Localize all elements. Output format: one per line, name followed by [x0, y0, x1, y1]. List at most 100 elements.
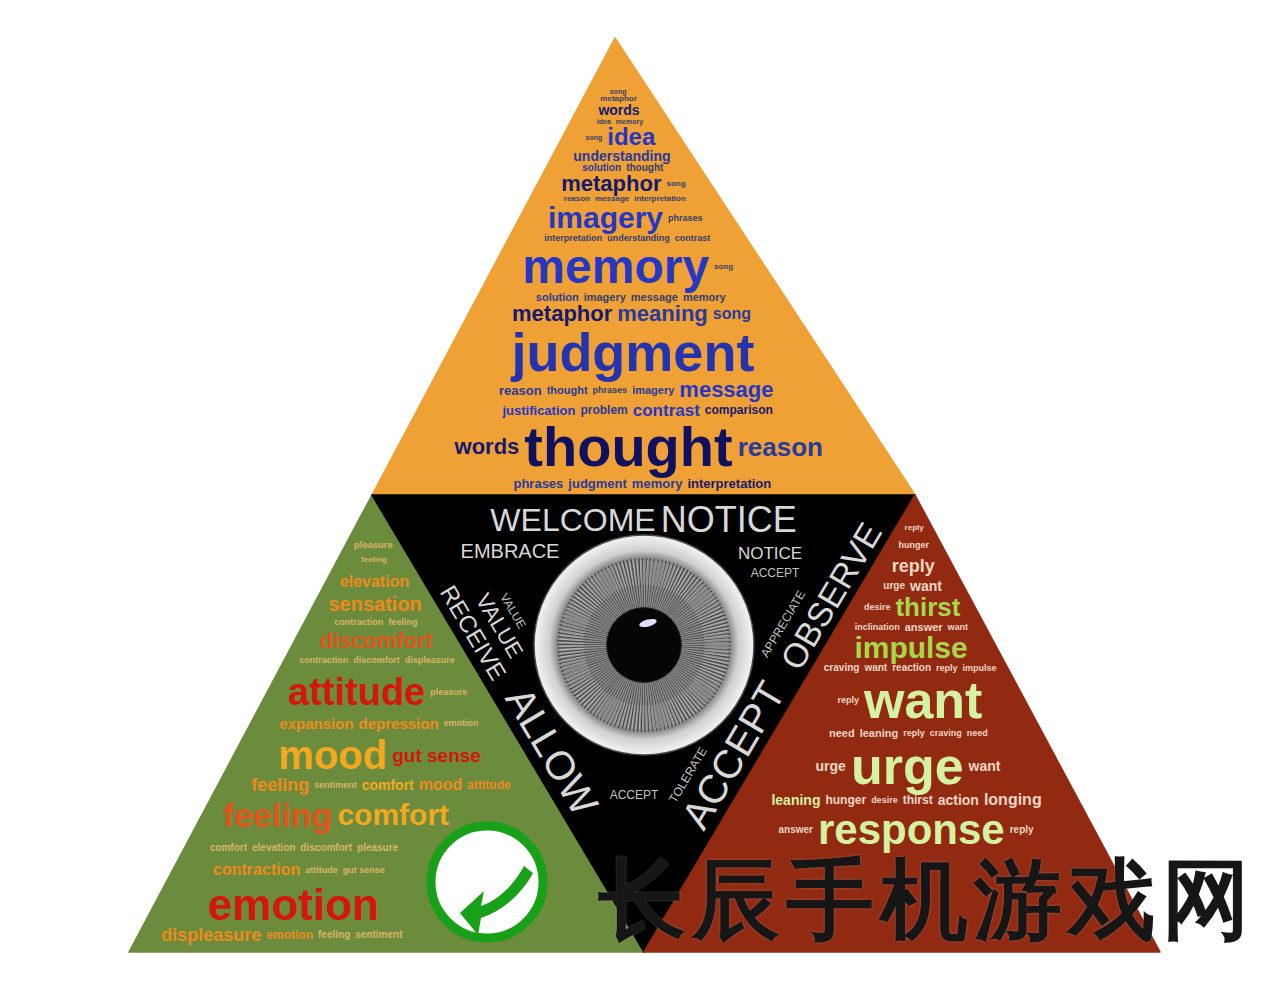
- cloud-word: reply: [903, 729, 925, 738]
- cloud-word: sentiment: [355, 930, 402, 940]
- cloud-word: metaphor: [600, 95, 636, 103]
- cloud-word: interpretation: [687, 477, 771, 490]
- cloud-word: justification: [502, 404, 575, 417]
- awareness-word: NOTICE: [661, 502, 797, 538]
- cloud-word: song: [666, 180, 685, 188]
- cloud-word: need: [829, 728, 855, 739]
- cloud-word: song: [714, 263, 733, 271]
- watermark-logo: [420, 815, 555, 950]
- cloud-word: reply: [1010, 825, 1034, 835]
- cloud-word: elevation: [340, 574, 409, 590]
- cloud-word: want: [948, 623, 969, 632]
- cloud-word: action: [938, 793, 979, 807]
- cloud-word: craving: [930, 729, 962, 738]
- cloud-word: metaphor: [561, 173, 661, 195]
- cloud-word: emotion: [444, 719, 479, 728]
- cloud-word: contrast: [633, 402, 700, 419]
- cloud-word: idea: [597, 118, 611, 125]
- cloud-word: need: [967, 729, 988, 738]
- cloud-word: contrast: [675, 234, 711, 243]
- eye-glint: [638, 617, 657, 628]
- cloud-word: judgment: [511, 325, 754, 379]
- cloud-word: interpretation: [544, 234, 602, 243]
- iris-highlights: [571, 572, 716, 717]
- cloud-word: sensation: [328, 594, 421, 614]
- cloud-word: comparison: [705, 404, 773, 416]
- awareness-word: ACCEPT: [751, 567, 800, 579]
- cloud-word: longing: [984, 792, 1042, 808]
- cloud-word: song: [586, 134, 603, 141]
- cloud-word: reaction: [892, 663, 931, 673]
- eye-iris: [556, 557, 732, 733]
- cloud-word: feeling: [251, 776, 309, 794]
- cloud-word: contraction: [299, 656, 348, 665]
- cloud-word: feeling: [318, 930, 350, 940]
- cloud-word: displeasure: [161, 926, 261, 944]
- cloud-word: urge: [883, 581, 905, 591]
- watermark: 长辰手机游戏网: [420, 815, 1280, 955]
- cloud-word: hunger: [825, 794, 866, 806]
- cloud-word: reply: [905, 524, 924, 532]
- eye-rim: [534, 535, 754, 755]
- cloud-word: feeling: [388, 618, 417, 627]
- cloud-word: words: [455, 436, 520, 458]
- cloud-word: song: [610, 88, 627, 95]
- cloud-word: answer: [779, 825, 813, 835]
- cloud-word: impulse: [963, 664, 997, 673]
- cloud-word: leaning: [771, 793, 820, 807]
- cloud-word: message: [631, 292, 678, 303]
- cloud-word: understanding: [607, 234, 670, 243]
- cloud-word: reason: [564, 195, 590, 203]
- cloud-word: message: [595, 195, 629, 203]
- cloud-word: comfort: [362, 778, 414, 792]
- cloud-word: reply: [892, 557, 935, 575]
- cloud-word: pleasure: [430, 688, 467, 697]
- cloud-word: attitude: [288, 673, 425, 711]
- cloud-word: problem: [580, 404, 627, 416]
- cloud-word: comfort: [337, 800, 449, 830]
- cloud-word: depression: [359, 716, 439, 731]
- cloud-word: attitude: [305, 866, 338, 875]
- cloud-word: want: [969, 759, 1001, 773]
- cloud-word: desire: [871, 796, 898, 805]
- cloud-word: want: [864, 674, 982, 726]
- cloud-word: craving: [824, 663, 860, 673]
- cloud-word: urge: [851, 740, 964, 792]
- cloud-word: pleasure: [357, 843, 398, 853]
- awareness-word: NOTICE: [738, 545, 802, 562]
- cloud-word: thirst: [895, 594, 960, 620]
- awareness-word: EMBRACE: [461, 541, 560, 561]
- cloud-word: response: [818, 809, 1005, 851]
- triangle-fill: [372, 38, 915, 495]
- cloud-word: discomfort: [353, 656, 400, 665]
- thought-triangle: songmetaphorwordsideamemorysongideaunder…: [372, 38, 915, 495]
- cloud-word: discomfort: [300, 843, 352, 853]
- cloud-word: discomfort: [319, 630, 433, 652]
- cloud-word: reason: [738, 434, 823, 460]
- cloud-word: thought: [626, 163, 663, 173]
- cloud-word: memory: [616, 118, 643, 125]
- cloud-word: impulse: [854, 633, 967, 663]
- awareness-word: ACCEPT: [610, 789, 659, 801]
- cloud-word: solution: [582, 163, 621, 173]
- watermark-text: 长辰手机游戏网: [598, 856, 1256, 944]
- cloud-word: sentiment: [314, 781, 357, 790]
- cloud-word: meaning: [617, 303, 707, 325]
- cloud-word: memory: [522, 243, 709, 291]
- logo-ring: [431, 826, 543, 938]
- cloud-word: attitude: [467, 779, 510, 791]
- cloud-word: inclination: [855, 623, 900, 632]
- cloud-word: thought: [524, 419, 732, 475]
- cloud-word: pleasure: [354, 540, 393, 549]
- cloud-word: judgment: [568, 477, 627, 490]
- cloud-word: feeling: [223, 798, 333, 832]
- cloud-word: reason: [499, 384, 542, 397]
- cloud-word: thirst: [903, 794, 933, 806]
- cloud-word: displeasure: [405, 656, 455, 665]
- cloud-word: hunger: [898, 541, 929, 550]
- cloud-word: message: [679, 379, 773, 401]
- cloud-word: memory: [683, 292, 726, 303]
- cloud-word: expansion: [279, 716, 353, 731]
- cloud-word: leaning: [860, 728, 899, 739]
- cloud-word: mood: [419, 777, 463, 793]
